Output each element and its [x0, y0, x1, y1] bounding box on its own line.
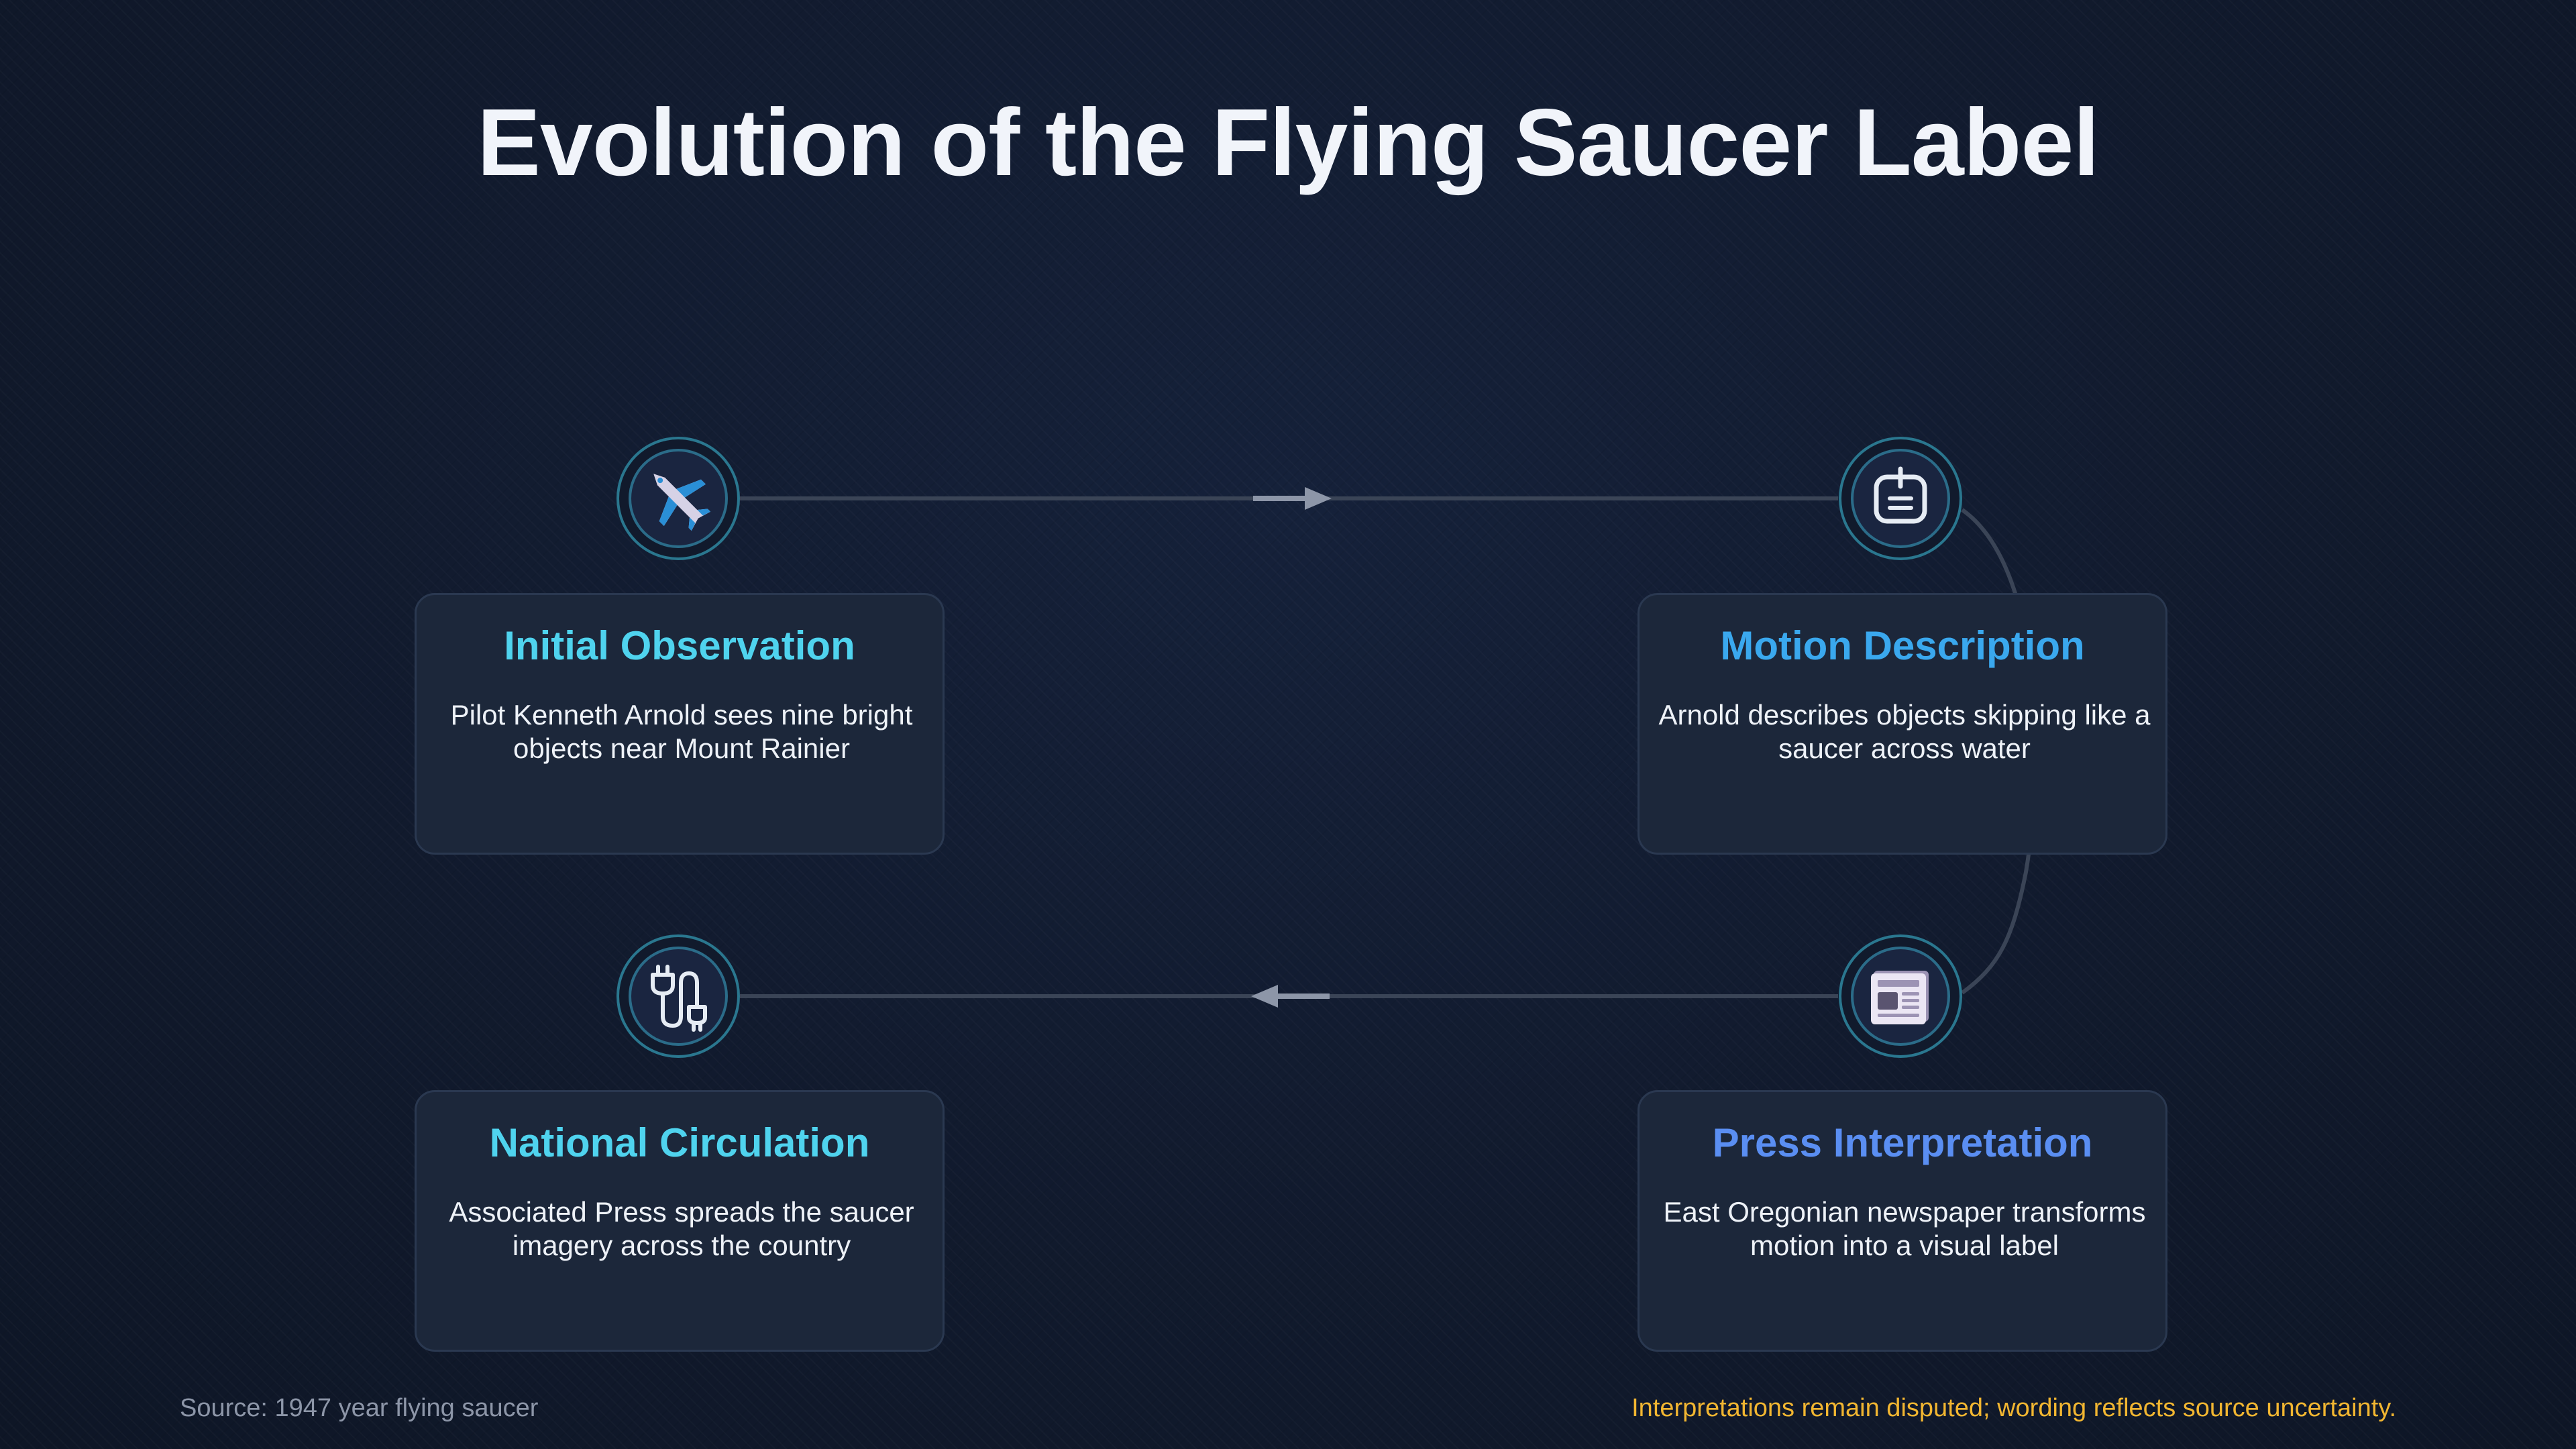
stage-2-title: Motion Description [1720, 623, 2085, 668]
stage-card-motion-description: Motion Description Arnold describes obje… [1638, 593, 2167, 855]
connector-top-arrowhead [1305, 487, 1332, 510]
stage-card-national-circulation: National Circulation Associated Press sp… [415, 1090, 945, 1352]
stage-1-node [616, 437, 740, 560]
disclaimer-note: Interpretations remain disputed; wording… [1631, 1394, 2396, 1422]
newspaper-icon [1871, 971, 1929, 1024]
stage-3-node [1839, 934, 1962, 1058]
stage-card-initial-observation: Initial Observation Pilot Kenneth Arnold… [415, 593, 945, 855]
stage-1-title: Initial Observation [504, 623, 855, 668]
stage-1-description: Pilot Kenneth Arnold sees nine bright ob… [450, 699, 913, 764]
stage-4-description: Associated Press spreads the saucer imag… [449, 1196, 914, 1261]
stage-card-press-interpretation: Press Interpretation East Oregonian news… [1638, 1090, 2167, 1352]
stage-2-description: Arnold describes objects skipping like a… [1658, 699, 2151, 764]
connector-bottom-arrowhead [1251, 985, 1278, 1008]
device-icon [1874, 466, 1927, 524]
plug-icon [651, 965, 707, 1032]
stage-2-node [1839, 437, 1962, 560]
page-title: Evolution of the Flying Saucer Label [477, 89, 2100, 196]
stage-4-node [616, 934, 740, 1058]
airplane-icon [653, 474, 711, 531]
stage-4-title: National Circulation [489, 1120, 870, 1165]
source-note: Source: 1947 year flying saucer [180, 1394, 539, 1422]
stage-3-title: Press Interpretation [1712, 1120, 2093, 1165]
stage-3-description: East Oregonian newspaper transforms moti… [1663, 1196, 2146, 1261]
